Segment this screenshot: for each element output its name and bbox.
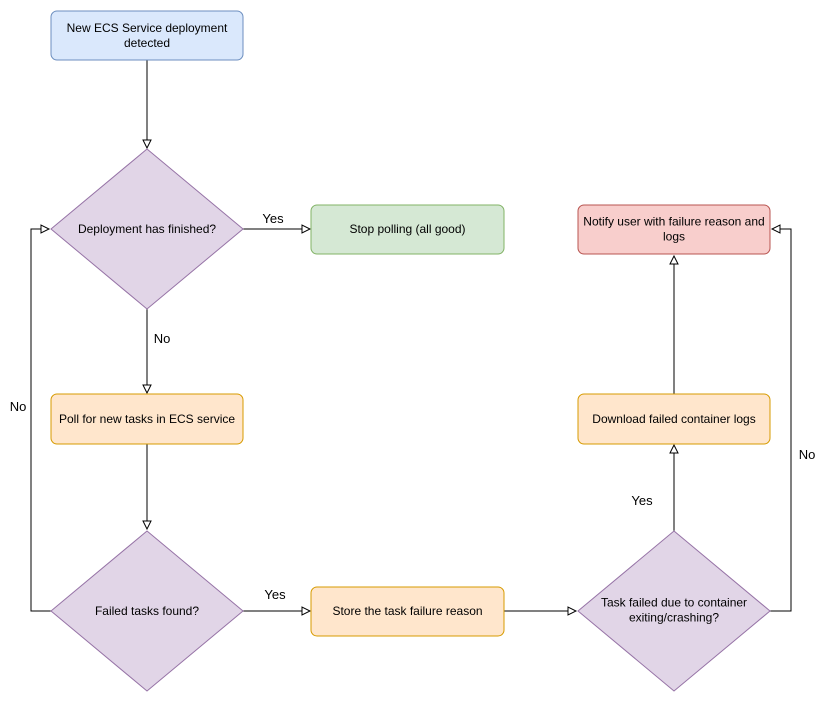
node-text-line: Poll for new tasks in ECS service: [59, 412, 235, 426]
edge-label-failed-no: No: [10, 399, 27, 414]
edges: [30, 60, 792, 612]
node-poll-tasks-shape: [50, 393, 244, 445]
node-store-failure-text: Store the task failure reason: [332, 604, 482, 618]
node-failed-tasks-found: Failed tasks found?: [50, 530, 244, 692]
node-poll-tasks: Poll for new tasks in ECS service: [50, 393, 244, 445]
node-text-line: exiting/crashing?: [629, 611, 719, 625]
node-download-logs: Download failed container logs: [577, 393, 771, 445]
arrowhead-deployment-finished: [142, 139, 152, 150]
edge-labels: Yes No No Yes Yes No: [10, 211, 816, 602]
node-failed-tasks-found-shape: [50, 530, 244, 692]
node-deployment-finished-text: Deployment has finished?: [78, 222, 216, 236]
arrowhead-failed-tasks-found: [142, 520, 152, 531]
node-text-line: detected: [124, 36, 170, 50]
node-start-shape: [50, 10, 244, 61]
node-text-line: Store the task failure reason: [332, 604, 482, 618]
edge-task-failed-crash-to-notify-user: [770, 228, 792, 612]
arrowhead-notify-user-up: [669, 254, 679, 265]
edge-label-finished-yes: Yes: [262, 211, 284, 226]
node-stop-polling-shape: [310, 204, 505, 255]
node-deployment-finished-shape: [50, 148, 244, 310]
edge-label-crash-no: No: [799, 447, 816, 462]
arrowhead-task-failed-crash: [567, 606, 578, 616]
arrowhead-store-failure: [301, 606, 312, 616]
node-text-line: Task failed due to container: [601, 596, 747, 610]
node-stop-polling-text: Stop polling (all good): [349, 222, 465, 236]
node-download-logs-shape: [577, 393, 771, 445]
node-deployment-finished: Deployment has finished?: [50, 148, 244, 310]
node-download-logs-text: Download failed container logs: [592, 412, 755, 426]
node-stop-polling: Stop polling (all good): [310, 204, 505, 255]
node-store-failure: Store the task failure reason: [310, 586, 505, 637]
arrowhead-download-logs: [669, 443, 679, 454]
edge-failed-tasks-loop-to-deployment-finished: [30, 228, 51, 612]
arrowhead-loop-deployment-finished: [40, 224, 51, 234]
arrowhead-stop-polling: [301, 224, 312, 234]
arrowheads: [40, 139, 781, 616]
node-store-failure-shape: [310, 586, 505, 637]
edge-label-finished-no: No: [154, 331, 171, 346]
node-text-line: Stop polling (all good): [349, 222, 465, 236]
node-poll-tasks-text: Poll for new tasks in ECS service: [59, 412, 235, 426]
node-notify-user-shape: [577, 204, 771, 255]
node-task-failed-crash-shape: [577, 530, 771, 692]
node-text-line: New ECS Service deployment: [67, 21, 228, 35]
node-text-line: Failed tasks found?: [95, 604, 199, 618]
node-text-line: Deployment has finished?: [78, 222, 216, 236]
node-failed-tasks-found-text: Failed tasks found?: [95, 604, 199, 618]
node-text-line: Download failed container logs: [592, 412, 755, 426]
node-text-line: logs: [663, 230, 685, 244]
arrowhead-notify-user-right: [770, 224, 781, 234]
edge-label-crash-yes: Yes: [631, 493, 653, 508]
edge-label-failed-yes: Yes: [264, 587, 286, 602]
arrowhead-poll-tasks: [142, 384, 152, 395]
node-text-line: Notify user with failure reason and: [583, 215, 764, 229]
